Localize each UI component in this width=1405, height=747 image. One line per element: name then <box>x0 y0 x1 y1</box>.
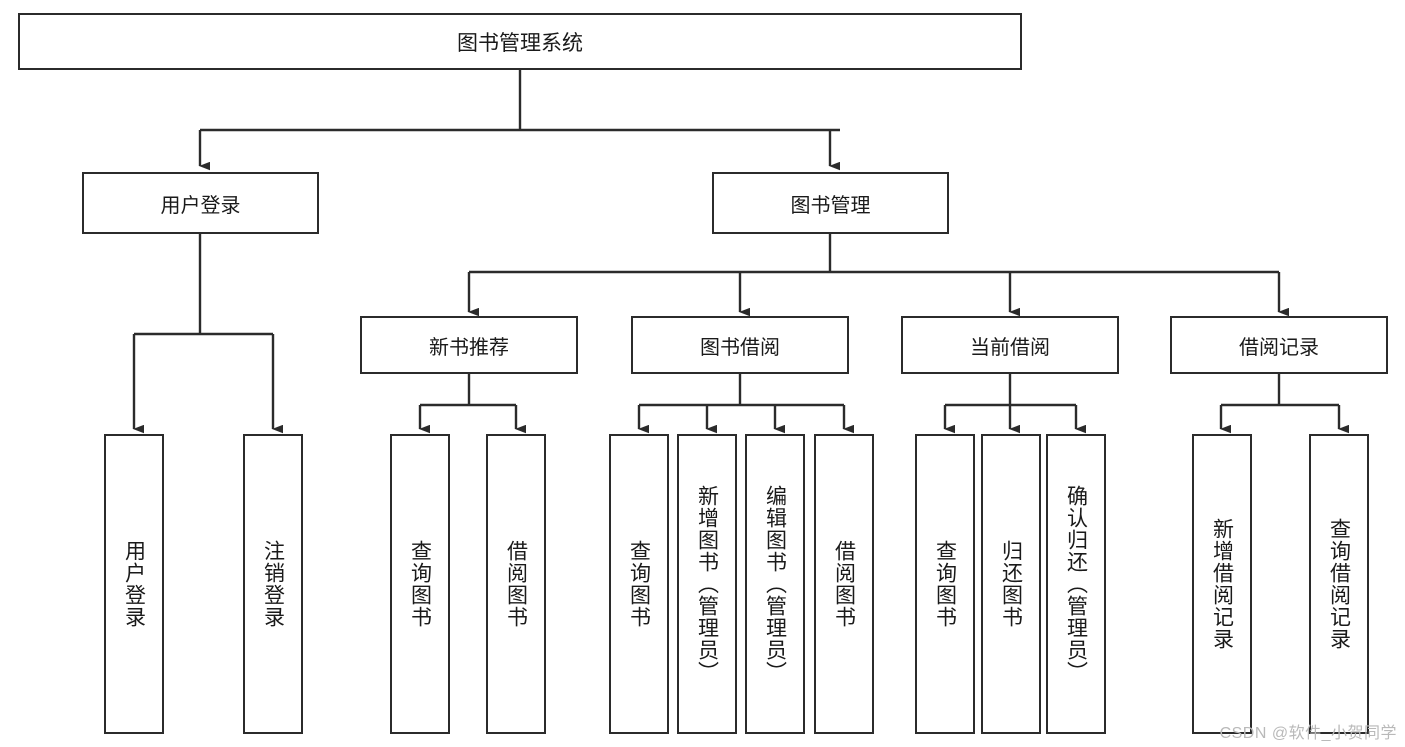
node-leaf-borrow-edit-book-label: 编辑图书（管理员） <box>763 485 787 683</box>
node-leaf-user-login-label: 用户登录 <box>122 540 146 628</box>
node-root-label: 图书管理系统 <box>457 31 583 55</box>
node-leaf-borrow-edit-book[interactable]: 编辑图书（管理员） <box>745 434 805 734</box>
node-borrow-record-label: 借阅记录 <box>1239 336 1319 359</box>
node-book-manage[interactable]: 图书管理 <box>712 172 949 234</box>
node-leaf-rec-borrow-book[interactable]: 借阅图书 <box>486 434 546 734</box>
node-leaf-borrow-borrow-book[interactable]: 借阅图书 <box>814 434 874 734</box>
node-root[interactable]: 图书管理系统 <box>18 13 1022 70</box>
watermark-text: CSDN @软件_小贺同学 <box>1219 725 1397 742</box>
node-new-book-recommend[interactable]: 新书推荐 <box>360 316 578 374</box>
node-leaf-record-add-label: 新增借阅记录 <box>1210 518 1234 650</box>
node-leaf-current-confirm-return-label: 确认归还（管理员） <box>1064 485 1088 683</box>
node-leaf-record-query-label: 查询借阅记录 <box>1327 518 1351 650</box>
node-leaf-current-return-book-label: 归还图书 <box>999 540 1023 628</box>
node-leaf-rec-borrow-book-label: 借阅图书 <box>504 540 528 628</box>
node-leaf-borrow-query-book[interactable]: 查询图书 <box>609 434 669 734</box>
node-current-borrow[interactable]: 当前借阅 <box>901 316 1119 374</box>
node-leaf-borrow-add-book[interactable]: 新增图书（管理员） <box>677 434 737 734</box>
node-leaf-borrow-add-book-label: 新增图书（管理员） <box>695 485 719 683</box>
node-book-manage-label: 图书管理 <box>790 194 871 217</box>
node-leaf-rec-query-book-label: 查询图书 <box>408 540 432 628</box>
node-leaf-user-logout[interactable]: 注销登录 <box>243 434 303 734</box>
node-leaf-record-add[interactable]: 新增借阅记录 <box>1192 434 1252 734</box>
node-leaf-user-logout-label: 注销登录 <box>261 540 285 628</box>
node-leaf-borrow-borrow-book-label: 借阅图书 <box>832 540 856 628</box>
node-borrow-record[interactable]: 借阅记录 <box>1170 316 1388 374</box>
node-leaf-current-return-book[interactable]: 归还图书 <box>981 434 1041 734</box>
node-leaf-current-query-book[interactable]: 查询图书 <box>915 434 975 734</box>
node-book-borrow-label: 图书借阅 <box>700 336 780 359</box>
node-current-borrow-label: 当前借阅 <box>970 336 1050 359</box>
node-leaf-current-query-book-label: 查询图书 <box>933 540 957 628</box>
node-leaf-record-query[interactable]: 查询借阅记录 <box>1309 434 1369 734</box>
node-book-borrow[interactable]: 图书借阅 <box>631 316 849 374</box>
node-user-login-label: 用户登录 <box>160 194 241 217</box>
node-new-book-recommend-label: 新书推荐 <box>429 336 509 359</box>
node-leaf-rec-query-book[interactable]: 查询图书 <box>390 434 450 734</box>
node-user-login[interactable]: 用户登录 <box>82 172 319 234</box>
node-leaf-current-confirm-return[interactable]: 确认归还（管理员） <box>1046 434 1106 734</box>
node-leaf-user-login[interactable]: 用户登录 <box>104 434 164 734</box>
node-leaf-borrow-query-book-label: 查询图书 <box>627 540 651 628</box>
